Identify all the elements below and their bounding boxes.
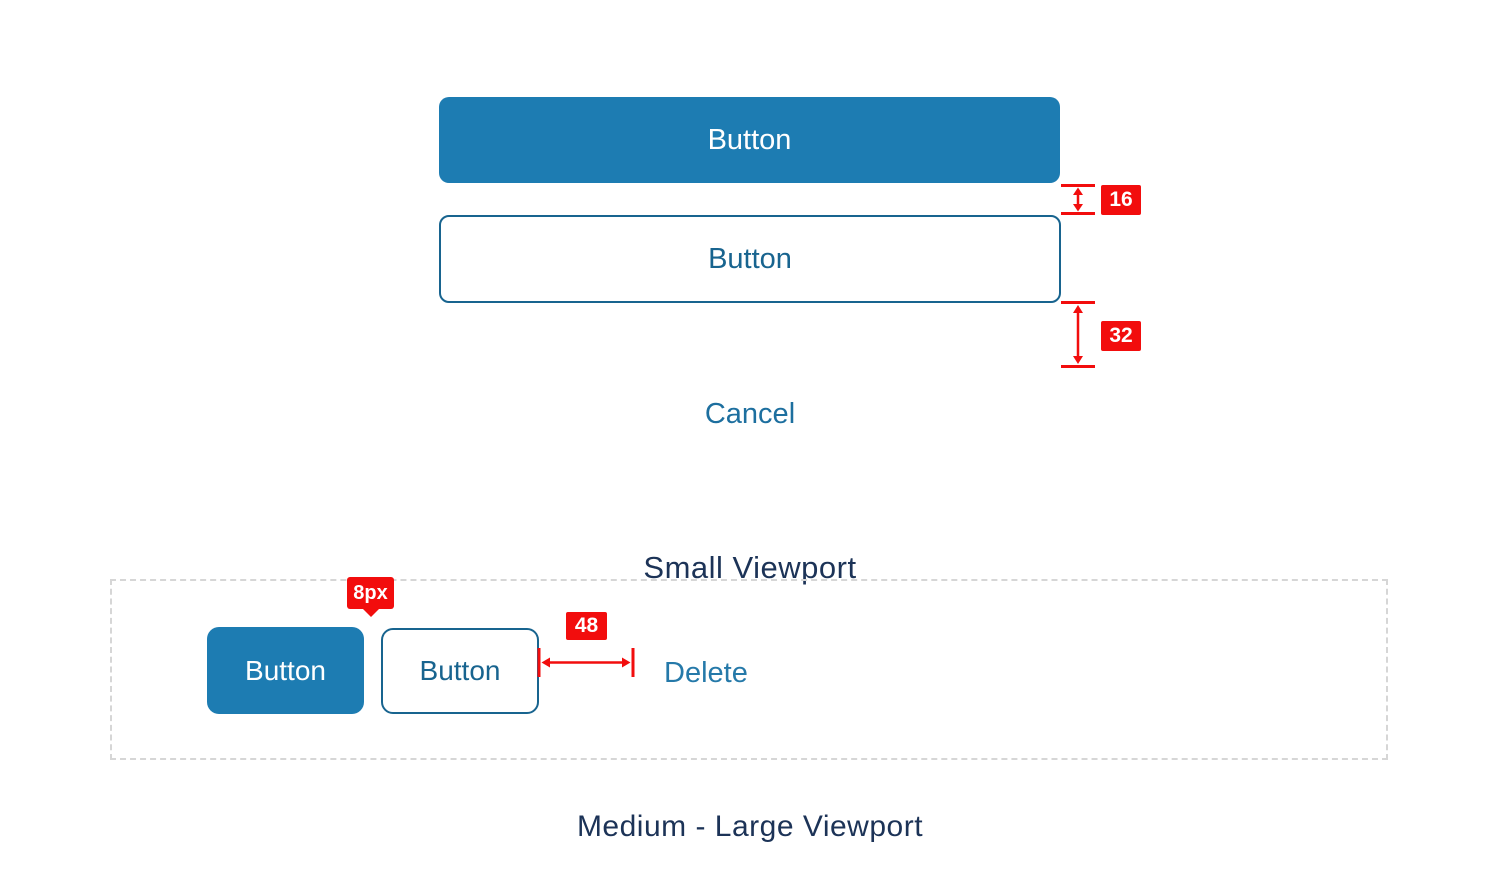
horizontal-dimension-arrow-icon (537, 646, 635, 679)
delete-link[interactable]: Delete (664, 657, 748, 689)
primary-button[interactable]: Button (207, 627, 364, 714)
small-viewport-caption: Small Viewport (643, 549, 857, 585)
spacing-badge-32: 32 (1101, 321, 1141, 351)
primary-button[interactable]: Button (439, 97, 1060, 183)
spacing-badge-16: 16 (1101, 185, 1141, 215)
secondary-button[interactable]: Button (439, 215, 1061, 303)
spacing-badge-8px: 8px (347, 577, 394, 609)
vertical-dimension-arrow-icon (1061, 301, 1095, 368)
vertical-dimension-arrow-icon (1061, 184, 1095, 215)
medium-large-viewport-caption: Medium - Large Viewport (576, 809, 924, 843)
secondary-button[interactable]: Button (381, 628, 539, 714)
spacing-badge-48: 48 (566, 612, 607, 640)
viewport-frame (110, 579, 1388, 760)
cancel-link[interactable]: Cancel (704, 398, 796, 430)
